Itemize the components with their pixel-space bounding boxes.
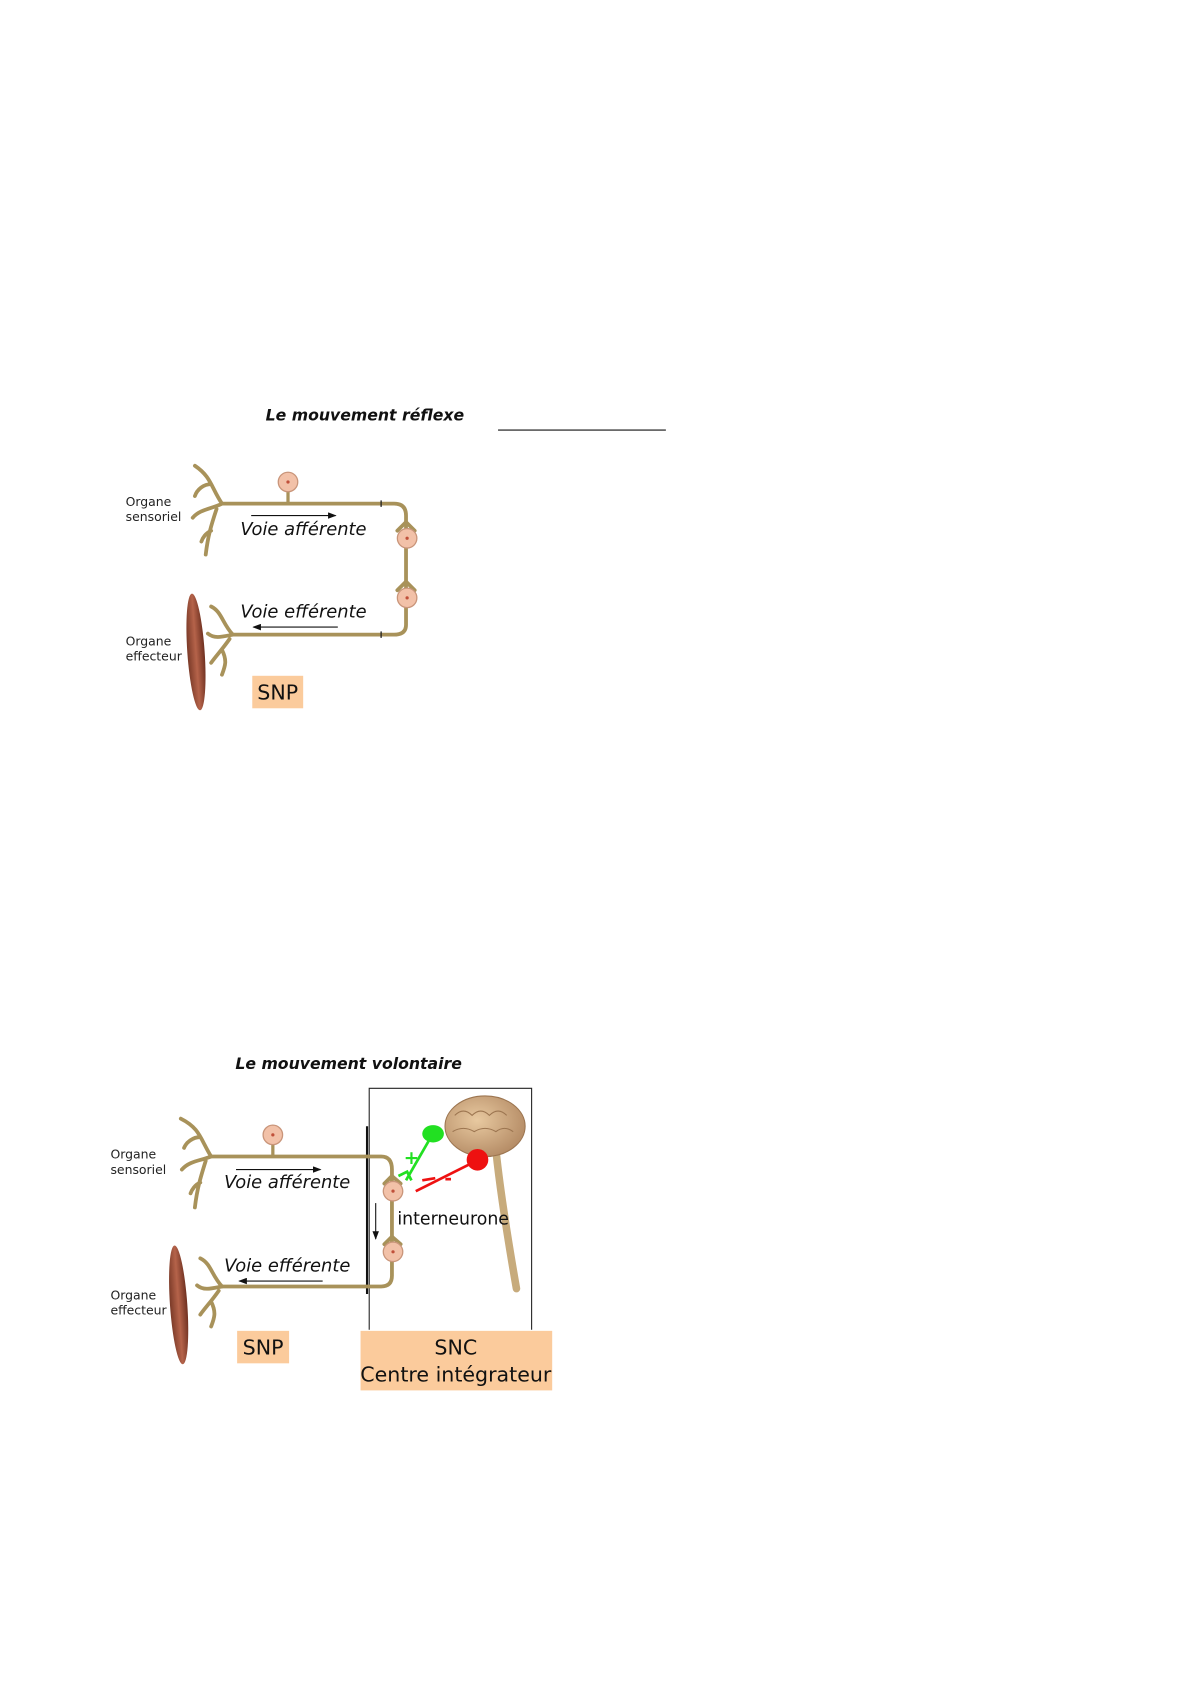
snp-label: SNP <box>243 1336 284 1360</box>
reflex-title: Le mouvement réflexe <box>266 405 465 424</box>
sensory-organ-label-2: sensoriel <box>110 1162 166 1177</box>
inhibitory-neuron <box>466 1148 489 1171</box>
sensory-organ-label-2: sensoriel <box>126 509 182 524</box>
effector-organ-label: Organe <box>110 1287 156 1302</box>
voluntary-diagram: Le mouvement volontaire + - i <box>110 1054 553 1391</box>
muscle-icon <box>186 593 206 711</box>
excitatory-neuron <box>422 1125 444 1143</box>
spinal-cord <box>492 1146 521 1293</box>
reflex-diagram: Le mouvement réflexe Voie afférente Voie… <box>126 405 666 711</box>
efferent-label: Voie efférente <box>240 601 366 622</box>
brain-icon <box>444 1095 526 1158</box>
inhibitory-axon <box>415 1160 475 1193</box>
afferent-label: Voie afférente <box>240 519 366 540</box>
sensory-dendrites <box>190 463 224 557</box>
excitatory-sign: + <box>404 1148 419 1169</box>
sensory-dendrites <box>178 1116 214 1210</box>
interneuron-label: interneurone <box>397 1210 509 1230</box>
snp-box <box>252 675 304 709</box>
afferent-label: Voie afférente <box>224 1172 350 1193</box>
effector-organ-label: Organe <box>126 633 172 648</box>
inhibitory-sign: - <box>444 1169 452 1190</box>
effector-organ-label-2: effecteur <box>126 649 183 664</box>
voluntary-title: Le mouvement volontaire <box>235 1054 462 1073</box>
reflex-arc-axon <box>220 501 408 637</box>
snc-frame <box>368 1087 533 1330</box>
effector-dendrites <box>205 604 235 677</box>
effector-dendrites <box>195 1256 224 1329</box>
snc-label: SNC <box>434 1336 477 1360</box>
voluntary-arc-axon <box>209 1154 394 1289</box>
efferent-label: Voie efférente <box>224 1255 350 1276</box>
snp-label: SNP <box>257 681 298 705</box>
snp-box <box>237 1330 290 1364</box>
excitatory-axon <box>404 1136 433 1182</box>
snc-box <box>360 1330 553 1391</box>
sensory-organ-label: Organe <box>126 494 172 509</box>
sensory-organ-label: Organe <box>110 1147 156 1162</box>
integration-center-label: Centre intégrateur <box>360 1363 552 1387</box>
effector-organ-label-2: effecteur <box>110 1303 167 1318</box>
muscle-icon <box>169 1245 189 1365</box>
